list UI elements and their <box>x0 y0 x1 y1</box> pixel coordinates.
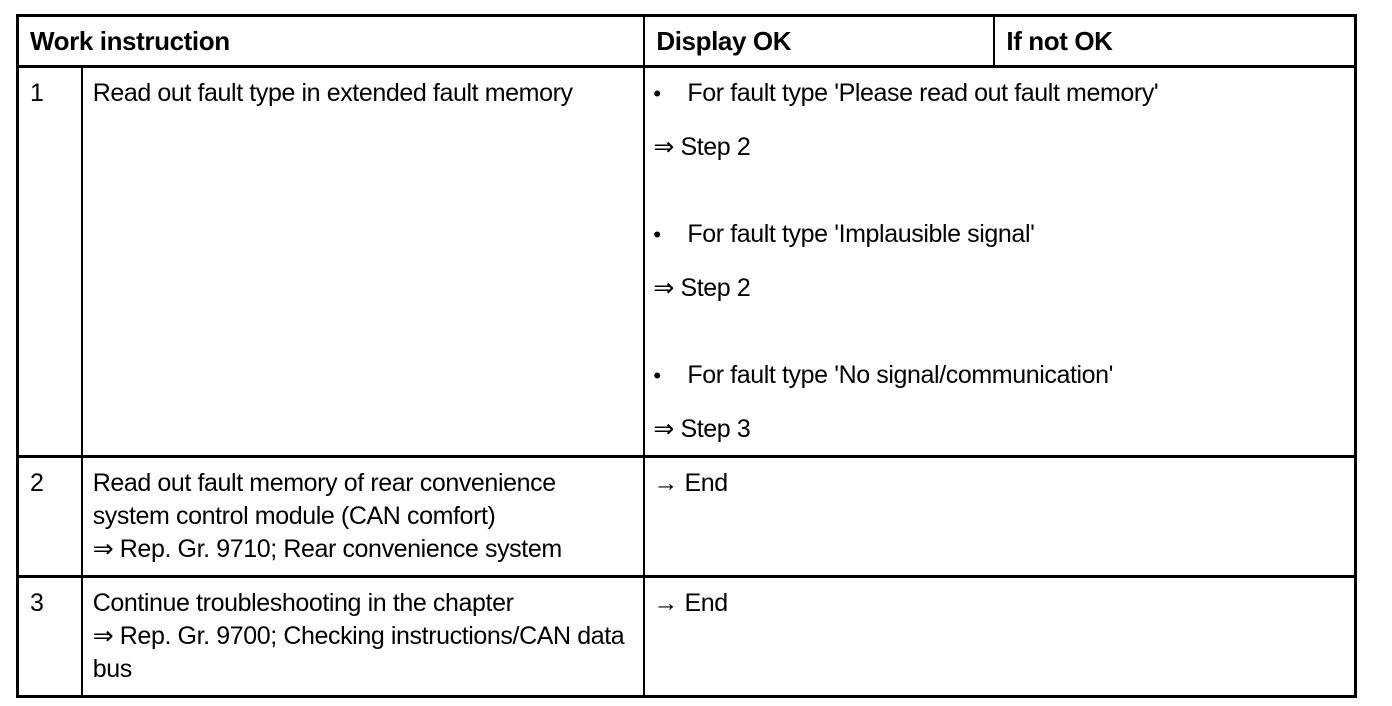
fault-type-condition: For fault type 'No signal/communication' <box>687 361 1114 389</box>
fault-type-item: • For fault type 'Implausible signal' ⇒ … <box>653 218 1344 305</box>
header-display-ok: Display OK <box>643 14 996 68</box>
instruction-line: Continue troubleshooting in the chapter <box>92 589 514 617</box>
fault-type-item: • For fault type 'No signal/communicatio… <box>653 359 1344 446</box>
instruction-line: Read out fault type in extended fault me… <box>92 79 573 107</box>
fault-type-action: ⇒ Step 2 <box>653 274 751 302</box>
bullet-icon: • <box>653 222 661 247</box>
bullet-icon: • <box>653 81 661 106</box>
fault-type-condition: For fault type 'Implausible signal' <box>687 220 1035 248</box>
fault-type-action: ⇒ Step 2 <box>653 133 751 161</box>
fault-type-item: • For fault type 'Please read out fault … <box>653 77 1344 164</box>
display-ok-cell: → End <box>643 455 1357 578</box>
display-ok-cell: • For fault type 'Please read out fault … <box>643 65 1357 458</box>
table-row-step-1: 1 Read out fault type in extended fault … <box>16 65 1357 458</box>
step-number: 1 <box>16 65 83 458</box>
fault-type-action: ⇒ Step 3 <box>653 415 751 443</box>
instruction-cell: Read out fault type in extended fault me… <box>80 65 646 458</box>
table-row-step-2: 2 Read out fault memory of rear convenie… <box>16 455 1357 578</box>
step-number: 2 <box>16 455 83 578</box>
fault-type-condition: For fault type 'Please read out fault me… <box>687 79 1159 107</box>
instruction-cell: Continue troubleshooting in the chapter … <box>80 575 646 698</box>
instruction-line: Read out fault memory of rear convenienc… <box>92 469 556 530</box>
bullet-icon: • <box>653 363 661 388</box>
header-if-not-ok: If not OK <box>993 14 1357 68</box>
header-row: Work instruction Display OK If not OK <box>16 14 1357 68</box>
instruction-reference-line: ⇒ Rep. Gr. 9700; Checking instructions/C… <box>92 622 625 683</box>
result-text: → End <box>653 469 728 497</box>
display-ok-cell: → End <box>643 575 1357 698</box>
result-text: → End <box>653 589 728 617</box>
instruction-reference-line: ⇒ Rep. Gr. 9710; Rear convenience system <box>92 535 562 563</box>
header-work-instruction: Work instruction <box>16 14 646 68</box>
instruction-cell: Read out fault memory of rear convenienc… <box>80 455 646 578</box>
work-instruction-table: Work instruction Display OK If not OK 1 … <box>16 14 1357 698</box>
step-number: 3 <box>16 575 83 698</box>
table-row-step-3: 3 Continue troubleshooting in the chapte… <box>16 575 1357 698</box>
